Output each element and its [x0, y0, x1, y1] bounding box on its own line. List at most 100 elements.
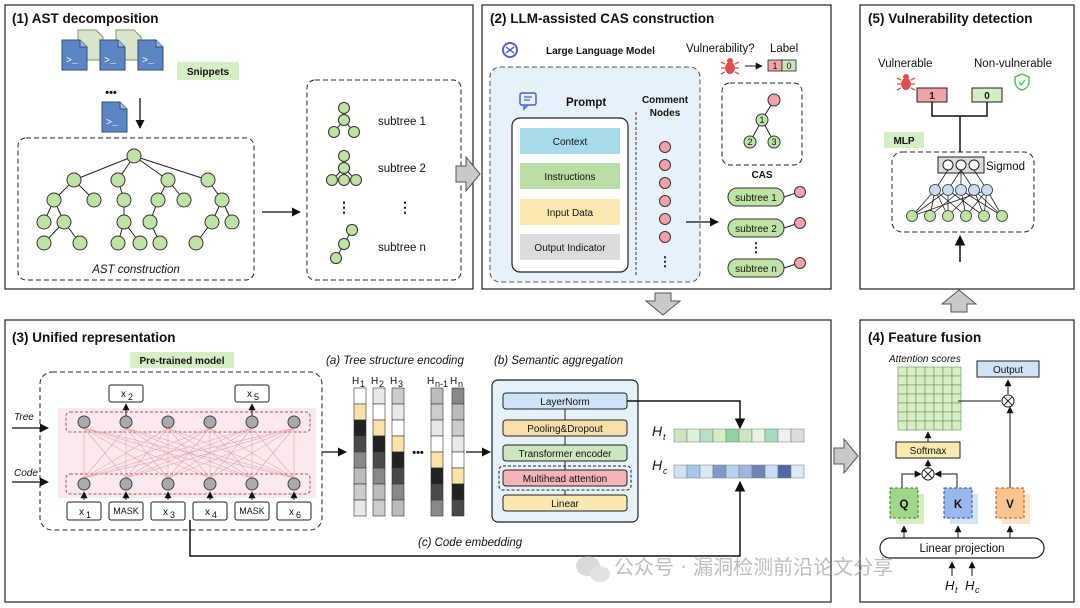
attention-score-cell: [906, 366, 917, 377]
pretrained-box: [39, 371, 323, 531]
hn-sub: n: [458, 379, 463, 389]
non-vulnerable-label: Non-vulnerable: [974, 58, 1052, 70]
subtree-2-shape: [326, 150, 362, 186]
pretrained-label: Pre-trained model: [139, 356, 224, 367]
panel-ast-decomposition: (1) AST decomposition Snippets •••: [4, 4, 474, 290]
hn-label: H: [450, 376, 457, 387]
hidden-state-cell: [372, 499, 386, 517]
attention-score-cell: [897, 402, 908, 413]
cas-node-3: 3: [771, 137, 776, 147]
hidden-state-cell: [353, 499, 367, 517]
attention-score-cell: [897, 384, 908, 395]
layer-transformer-encoder: Transformer encoder: [519, 449, 613, 460]
attention-score-cell: [942, 384, 953, 395]
ast-box: [17, 137, 255, 281]
cas-node-1: 1: [759, 115, 764, 125]
h1-label: H: [352, 376, 359, 387]
cas-subtree-n: subtree n: [735, 264, 777, 275]
attention-score-cell: [915, 375, 926, 386]
hc-cell: [725, 464, 740, 479]
attention-score-cell: [933, 375, 944, 386]
v-block: V: [995, 487, 1030, 524]
ht-cell: [777, 428, 792, 443]
hidden-state-cell: [372, 467, 386, 485]
cas-subtree-list: subtree 1 subtree 2 ⋮ subtree n: [727, 186, 806, 278]
arrow-panel1-to-panel2: [455, 155, 481, 193]
ast-nodes: [36, 148, 240, 251]
attention-score-cell: [942, 411, 953, 422]
prompt-label: Prompt: [566, 97, 606, 109]
panel-unified-representation: (3) Unified representation Pre-trained m…: [4, 319, 832, 603]
attention-score-cell: [933, 402, 944, 413]
attention-score-cell: [906, 384, 917, 395]
attention-score-cell: [897, 366, 908, 377]
attention-score-cell: [897, 420, 908, 431]
hidden-state-cell: [430, 467, 444, 485]
ht-cell: [738, 428, 753, 443]
hidden-state-cell: [451, 499, 465, 517]
h2-label: H: [371, 376, 378, 387]
v-label: V: [1006, 499, 1014, 511]
subtree-dots-2: ⋮: [398, 199, 412, 215]
hidden-state-cell: [353, 467, 367, 485]
attention-score-cell: [924, 366, 935, 377]
output-x2: x: [121, 389, 126, 400]
layer-multihead-attention: Multihead attention: [523, 474, 608, 485]
prompt-input-data-label: Input Data: [547, 208, 594, 219]
input-x6: x: [289, 507, 294, 518]
hidden-state-cell: [353, 483, 367, 501]
hidden-state-cell: [353, 403, 367, 421]
subtree-1-label: subtree 1: [378, 116, 426, 128]
hidden-state-cell: [391, 403, 405, 421]
subtree-1-shape: [328, 102, 360, 138]
non-vulnerable-value: 0: [984, 91, 990, 102]
ht-cell: [790, 428, 805, 443]
ht-cell: [725, 428, 740, 443]
input-x3: x: [163, 507, 168, 518]
hidden-state-cell: [372, 451, 386, 469]
cas-subtree-2: subtree 2: [735, 224, 777, 235]
attention-score-cell: [897, 393, 908, 404]
vulnerable-value: 1: [929, 91, 935, 102]
hidden-state-cell: [430, 403, 444, 421]
ht-cell: [764, 428, 779, 443]
label-value-1: 1: [772, 61, 777, 71]
hidden-state-cell: [391, 387, 405, 405]
attention-score-cell: [906, 420, 917, 431]
h-labels: H 1 H 2 H 3 H n-1 H n: [352, 376, 463, 389]
mlp-badge: [884, 132, 924, 148]
output-x5-sub: 5: [254, 392, 259, 402]
output-x2-sub: 2: [128, 392, 133, 402]
input-ht-sub: t: [955, 585, 958, 595]
hn-1-label: H: [427, 376, 434, 387]
hidden-state-cell: [451, 483, 465, 501]
panel4-title: (4) Feature fusion: [868, 330, 981, 345]
mlp-box: [891, 151, 1035, 233]
hidden-state-cell: [391, 499, 405, 517]
wechat-icon: [576, 556, 610, 582]
tree-input-label: Tree: [14, 412, 34, 423]
hidden-state-cell: [430, 483, 444, 501]
attention-score-cell: [915, 384, 926, 395]
panel1-title: (1) AST decomposition: [12, 11, 159, 26]
attention-score-cell: [942, 366, 953, 377]
hidden-state-cell: [353, 451, 367, 469]
hc-sub: c: [663, 466, 668, 476]
prompt-context: [520, 128, 620, 154]
h3-label: H: [390, 376, 397, 387]
attention-score-cell: [951, 420, 962, 431]
q-block: Q: [889, 487, 924, 524]
hidden-state-cell: [391, 419, 405, 437]
panel2-title: (2) LLM-assisted CAS construction: [490, 11, 714, 26]
input-ht-label: H: [945, 578, 955, 593]
attention-score-cell: [915, 366, 926, 377]
attention-score-grid: [897, 366, 962, 431]
hc-cell: [790, 464, 805, 479]
input-x3-sub: 3: [170, 510, 175, 520]
input-hc-sub: c: [975, 585, 980, 595]
hidden-state-columns: [353, 387, 465, 517]
hidden-state-cell: [451, 451, 465, 469]
input-x1: x: [79, 507, 84, 518]
linear-projection-label: Linear projection: [919, 543, 1004, 555]
